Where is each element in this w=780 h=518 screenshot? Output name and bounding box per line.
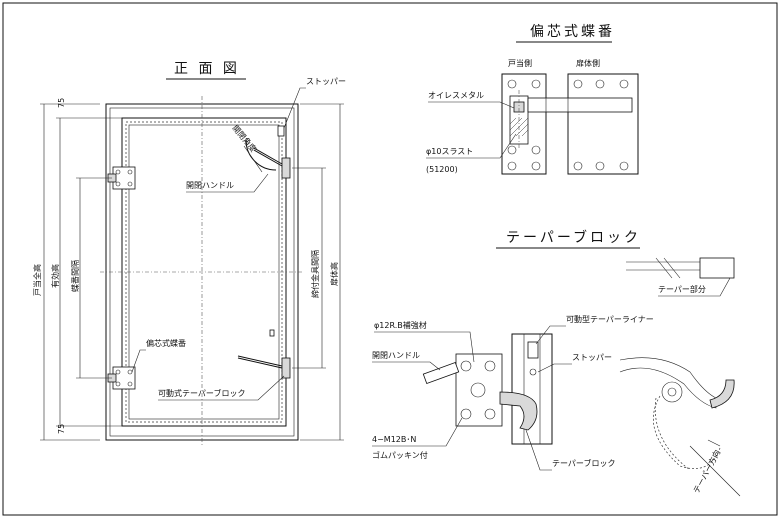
callout-oilless: オイレスメタル	[428, 91, 484, 100]
taper-frame-column	[511, 333, 553, 445]
callout-movable-liner: 可動型テーパーライナー	[566, 315, 654, 324]
callout-stopper-front: ストッパー	[306, 77, 346, 86]
front-taper-block-bottom	[237, 355, 291, 379]
front-bolt-mark	[269, 329, 275, 337]
hinge-leaf-plate	[567, 73, 639, 175]
label-leaf-height: 扉体高	[329, 262, 339, 286]
callout-handle-front: 開閉ハンドル	[186, 181, 234, 190]
callout-open-angle: 開閉角度	[230, 123, 258, 154]
taper-handle-bar	[422, 361, 460, 385]
label-leaf-side: 扉体側	[576, 58, 600, 68]
label-frame-height: 戸当全高	[32, 264, 42, 296]
callout-hinge-front: 偏芯式蝶番	[146, 338, 186, 348]
taper-part-sketch	[626, 257, 735, 279]
dim-75-bottom: 75	[57, 424, 66, 434]
hinge-detail-title: 偏芯式蝶番	[530, 24, 615, 40]
callout-bolts: 4−M12B･N	[372, 435, 416, 444]
callout-stopper-detail: ストッパー	[572, 353, 612, 362]
callout-handle-detail: 開閉ハンドル	[372, 351, 420, 360]
callout-taper-direction: テーパー方向	[691, 448, 722, 495]
taper-detail-title: テーパーブロック	[506, 229, 641, 246]
callout-taper-block-front: 可動式テーパーブロック	[158, 388, 245, 398]
taper-base-plate	[455, 353, 503, 427]
label-fastener-spacing: 締付金具間隔	[310, 250, 320, 298]
callout-thrust: φ10スラスト	[426, 147, 473, 156]
callout-taper-block-detail: テーパーブロック	[552, 458, 615, 468]
label-hinge-spacing: 蝶番間隔	[70, 260, 80, 292]
taper-rotated-view	[619, 357, 741, 497]
hinge-arm	[527, 97, 633, 113]
open-angle-leader	[243, 145, 263, 173]
taper-hook	[499, 391, 538, 431]
front-view: 正 面 図	[32, 61, 346, 446]
callout-reinforcement: φ12R.B補強材	[374, 320, 427, 330]
callout-taper-part: テーパー部分	[658, 284, 706, 294]
taper-detail: テーパーブロック テーパー部分	[372, 229, 741, 497]
front-view-title: 正 面 図	[174, 61, 240, 77]
callout-thrust-code: (51200)	[426, 165, 458, 174]
front-hinge-top	[107, 166, 136, 190]
front-taper-block-top	[253, 125, 291, 179]
front-hinge-bottom	[107, 366, 136, 390]
label-frame-side: 戸当側	[508, 58, 532, 68]
label-effective-height: 有効高	[50, 264, 60, 288]
hinge-detail: 偏芯式蝶番 戸当側 扉体側 オイレスメタル φ10スラスト (51200)	[426, 24, 639, 175]
dim-75-top: 75	[57, 98, 66, 108]
callout-packing: ゴムパッキン付	[372, 450, 428, 460]
